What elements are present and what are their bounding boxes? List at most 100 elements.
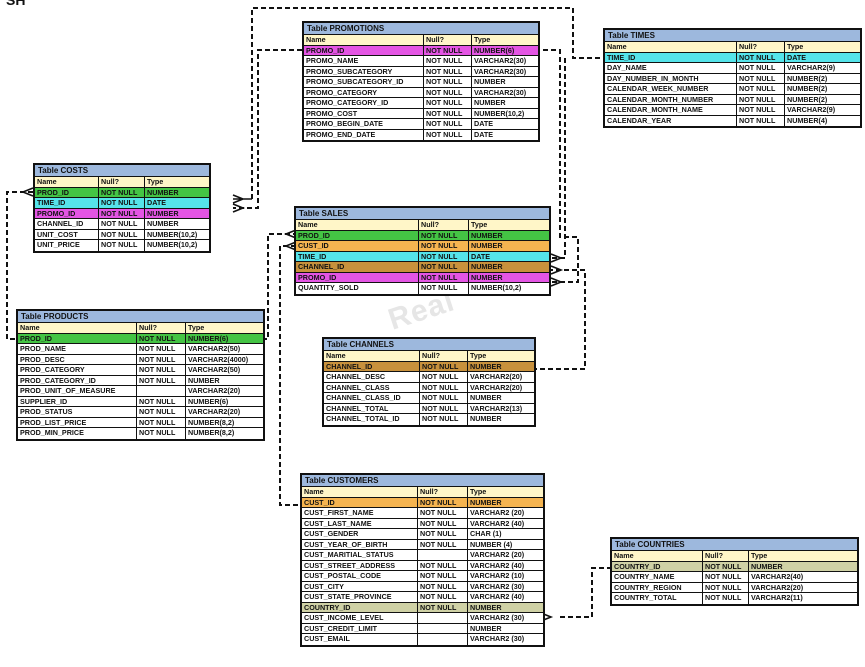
column-null: NOT NULL bbox=[424, 119, 472, 129]
column-null: NOT NULL bbox=[99, 240, 145, 251]
header-name: Name bbox=[18, 323, 137, 333]
column-null: NOT NULL bbox=[703, 572, 749, 582]
column-null: NOT NULL bbox=[99, 229, 145, 239]
crowfoot-costs-time bbox=[232, 194, 252, 204]
column-type: NUMBER bbox=[472, 98, 538, 108]
corner-text: SH bbox=[6, 0, 26, 8]
column-type: VARCHAR2 (10) bbox=[468, 571, 543, 581]
column-null: NOT NULL bbox=[419, 272, 469, 282]
column-name: CHANNEL_DESC bbox=[324, 372, 420, 382]
column-name: CUST_POSTAL_CODE bbox=[302, 571, 418, 581]
column-name: PROD_STATUS bbox=[18, 407, 137, 417]
column-null: NOT NULL bbox=[137, 365, 186, 375]
rel-products-costs-line bbox=[6, 191, 33, 340]
column-name: PROMO_NAME bbox=[304, 56, 424, 66]
column-type: NUMBER bbox=[145, 187, 209, 197]
crowfoot-costs-promo bbox=[232, 203, 246, 213]
column-type: DATE bbox=[785, 52, 860, 62]
column-null: NOT NULL bbox=[737, 63, 785, 73]
column-name: CUST_MARITIAL_STATUS bbox=[302, 550, 418, 560]
column-type: VARCHAR2(20) bbox=[468, 382, 534, 392]
column-type: VARCHAR2(9) bbox=[785, 105, 860, 115]
column-type: VARCHAR2 (20) bbox=[468, 508, 543, 518]
column-type: NUMBER(10,2) bbox=[145, 240, 209, 251]
crowfoot-sales-cust bbox=[283, 241, 297, 251]
column-null: NOT NULL bbox=[703, 582, 749, 592]
header-null: Null? bbox=[424, 35, 472, 45]
column-name: CUST_ID bbox=[296, 241, 419, 251]
column-name: PROMO_CATEGORY bbox=[304, 87, 424, 97]
column-type: VARCHAR2(20) bbox=[186, 386, 263, 396]
column-null: NOT NULL bbox=[418, 529, 468, 539]
header-name: Name bbox=[304, 35, 424, 45]
column-null: NOT NULL bbox=[737, 52, 785, 62]
column-name: CALENDAR_YEAR bbox=[605, 115, 737, 126]
column-name: COUNTRY_REGION bbox=[612, 582, 703, 592]
column-null: NOT NULL bbox=[419, 262, 469, 272]
column-type: NUMBER bbox=[469, 262, 549, 272]
column-name: TIME_ID bbox=[35, 198, 99, 208]
column-type: NUMBER(2) bbox=[785, 84, 860, 94]
rel-promo-sales-line bbox=[535, 49, 579, 283]
rel-promo-costs-line bbox=[233, 49, 302, 209]
column-null bbox=[418, 550, 468, 560]
column-null: NOT NULL bbox=[418, 602, 468, 612]
column-type: VARCHAR2(50) bbox=[186, 365, 263, 375]
column-null: NOT NULL bbox=[737, 84, 785, 94]
column-type: NUMBER bbox=[469, 230, 549, 240]
header-null: Null? bbox=[418, 487, 468, 497]
crowfoot-sales-channel bbox=[550, 265, 564, 275]
header-null: Null? bbox=[419, 220, 469, 230]
column-type: VARCHAR2(30) bbox=[472, 87, 538, 97]
column-null: NOT NULL bbox=[418, 497, 468, 507]
column-null: NOT NULL bbox=[137, 333, 186, 343]
column-name: DAY_NAME bbox=[605, 63, 737, 73]
column-type: DATE bbox=[472, 129, 538, 140]
column-name: UNIT_COST bbox=[35, 229, 99, 239]
column-null: NOT NULL bbox=[703, 593, 749, 604]
header-null: Null? bbox=[737, 42, 785, 52]
column-type: VARCHAR2(30) bbox=[472, 66, 538, 76]
rel-products-sales-line bbox=[262, 233, 296, 340]
column-null: NOT NULL bbox=[137, 375, 186, 385]
column-name: CUST_ID bbox=[302, 497, 418, 507]
column-name: PROD_MIN_PRICE bbox=[18, 428, 137, 439]
column-null: NOT NULL bbox=[737, 94, 785, 104]
column-type: NUMBER(8,2) bbox=[186, 417, 263, 427]
column-name: CHANNEL_TOTAL bbox=[324, 403, 420, 413]
column-null: NOT NULL bbox=[737, 115, 785, 126]
column-null: NOT NULL bbox=[99, 187, 145, 197]
column-name: PROMO_CATEGORY_ID bbox=[304, 98, 424, 108]
crowfoot-sales-prod bbox=[283, 229, 297, 239]
column-name: SUPPLIER_ID bbox=[18, 396, 137, 406]
column-name: CALENDAR_WEEK_NUMBER bbox=[605, 84, 737, 94]
header-null: Null? bbox=[99, 177, 145, 187]
column-null: NOT NULL bbox=[424, 45, 472, 55]
column-name: CUST_FIRST_NAME bbox=[302, 508, 418, 518]
column-null: NOT NULL bbox=[99, 198, 145, 208]
column-null: NOT NULL bbox=[418, 518, 468, 528]
column-type: NUMBER (4) bbox=[468, 539, 543, 549]
column-name: CALENDAR_MONTH_NUMBER bbox=[605, 94, 737, 104]
column-name: CUST_YEAR_OF_BIRTH bbox=[302, 539, 418, 549]
